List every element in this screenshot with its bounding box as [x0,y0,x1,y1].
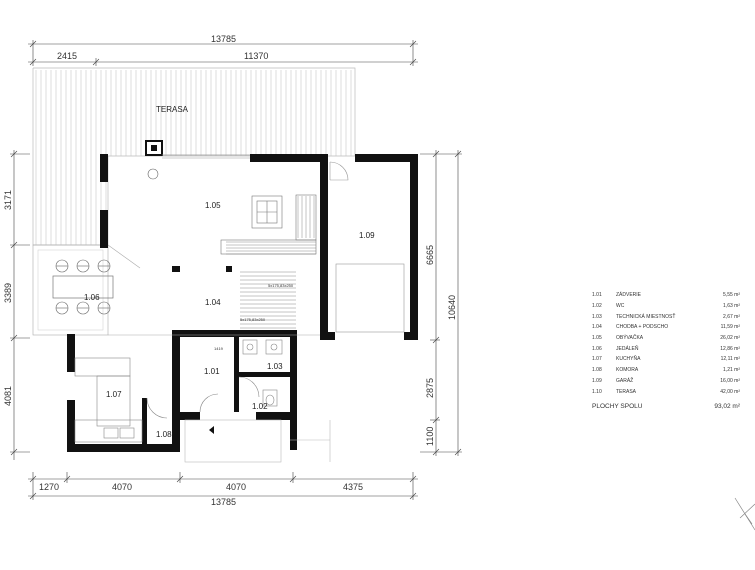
legend-room-number: 1.01 [592,292,602,299]
top-dimension [28,40,418,66]
legend-room-name: TECHNICKÁ MIESTNOSŤ [616,313,676,320]
legend-room-area: 2,67 m² [723,313,740,320]
legend-room-area: 42,00 m² [720,388,740,395]
dim-right-1: 6665 [425,245,435,265]
legend-row: 1.04 CHODBA + PODSCHO 11,59 m² [592,322,752,333]
walls [67,154,418,452]
bottom-dimension [28,472,418,500]
dim-top-total: 13785 [211,34,236,44]
legend-room-area: 1,21 m² [723,367,740,374]
legend-room-area: 11,59 m² [720,324,740,331]
legend-row: 1.10 TERASA 42,00 m² [592,386,752,397]
room-number-1-09: 1.09 [359,231,375,240]
left-dimension [10,150,30,460]
north-arrow-icon [734,497,755,531]
stair-top [226,241,316,255]
legend-rows: 1.01 ZÁDVERIE 5,55 m² 1.02 WC 1,63 m² 1.03 TECH… [592,290,752,397]
legend-room-number: 1.03 [592,313,602,320]
legend-room-name: TERASA [616,388,637,395]
room-number-1-03: 1.03 [267,362,283,371]
legend-room-area: 12,11 m² [720,356,740,363]
garage-fittings [329,161,405,333]
stair-note-down: 5x175,83x250 [240,317,266,322]
room-number-1-02: 1.02 [252,402,268,411]
legend-row: 1.03 TECHNICKÁ MIESTNOSŤ 2,67 m² [592,311,752,322]
legend-row: 1.01 ZÁDVERIE 5,55 m² [592,290,752,301]
dining-table [52,275,114,299]
legend-row: 1.09 GARÁŽ 16,00 m² [592,376,752,387]
legend-room-name: OBÝVAČKA [616,335,644,342]
legend-room-name: ZÁDVERIE [616,292,642,299]
dim-top-left: 2415 [57,51,77,61]
legend-room-number: 1.09 [592,377,602,384]
dim-bottom-2: 4070 [112,482,132,492]
room-number-1-05: 1.05 [205,201,221,210]
legend-room-number: 1.06 [592,345,602,352]
dim-bottom-4: 4375 [343,482,363,492]
room-number-1-04: 1.04 [205,298,221,307]
fireplace [145,140,250,180]
legend-room-area: 16,00 m² [720,377,740,384]
legend-room-area: 12,86 m² [720,345,740,352]
right-dimension [420,150,462,456]
legend-row: 1.02 WC 1,63 m² [592,301,752,312]
dim-bottom-3: 4070 [226,482,246,492]
kitchen-fittings [74,357,168,443]
dim-left-1: 3171 [3,190,13,210]
room-area-legend: 1.01 ZÁDVERIE 5,55 m² 1.02 WC 1,63 m² 1.03 TECH… [592,290,752,410]
dim-right-3: 1100 [425,427,435,446]
legend-room-number: 1.07 [592,356,602,363]
legend-row: 1.07 KUCHYŇA 12,11 m² [592,354,752,365]
legend-row: 1.05 OBÝVAČKA 26,02 m² [592,333,752,344]
door-code: 1419 [214,346,224,351]
dim-left-3: 4081 [3,386,13,406]
legend-room-area: 26,02 m² [720,335,740,342]
dim-right-total: 10640 [447,295,457,320]
room-number-1-07: 1.07 [106,390,122,399]
legend-room-area: 5,55 m² [723,292,740,299]
dim-bottom-1: 1270 [39,482,59,492]
legend-room-number: 1.10 [592,388,602,395]
room-number-1-06: 1.06 [84,293,100,302]
legend-room-name: KUCHYŇA [616,356,641,363]
legend-total-area: 93,02 m² [714,402,740,410]
stair-note-up: 5x175,83x250 [268,283,294,288]
legend-row: 1.08 KOMORA 1,21 m² [592,365,752,376]
living-furniture [107,194,320,336]
legend-total: PLOCHY SPOLU 93,02 m² [592,403,752,410]
dim-left-2: 3389 [3,283,13,303]
dim-bottom-total: 13785 [211,497,236,507]
dim-top-right: 11370 [244,51,268,61]
legend-row: 1.06 JEDÁLEŇ 12,86 m² [592,343,752,354]
dim-right-2: 2875 [425,378,435,398]
legend-room-name: GARÁŽ [616,377,634,384]
legend-room-name: WC [616,303,625,310]
stair-lower [240,271,296,329]
stair-side [297,196,315,238]
room-number-1-08: 1.08 [156,430,172,439]
legend-room-number: 1.02 [592,303,602,310]
terrace-label: TERASA [156,105,189,114]
room-number-1-01: 1.01 [204,367,220,376]
wet-rooms-fittings [184,339,331,463]
legend-room-number: 1.04 [592,324,602,331]
legend-total-label: PLOCHY SPOLU [592,402,643,410]
legend-room-number: 1.05 [592,335,602,342]
legend-room-area: 1,63 m² [723,303,740,310]
legend-room-name: KOMORA [616,367,639,374]
legend-room-name: CHODBA + PODSCHO [616,324,669,331]
legend-room-name: JEDÁLEŇ [616,345,639,352]
legend-room-number: 1.08 [592,367,602,374]
dining-chairs [55,259,111,315]
dining-bay [32,244,114,336]
